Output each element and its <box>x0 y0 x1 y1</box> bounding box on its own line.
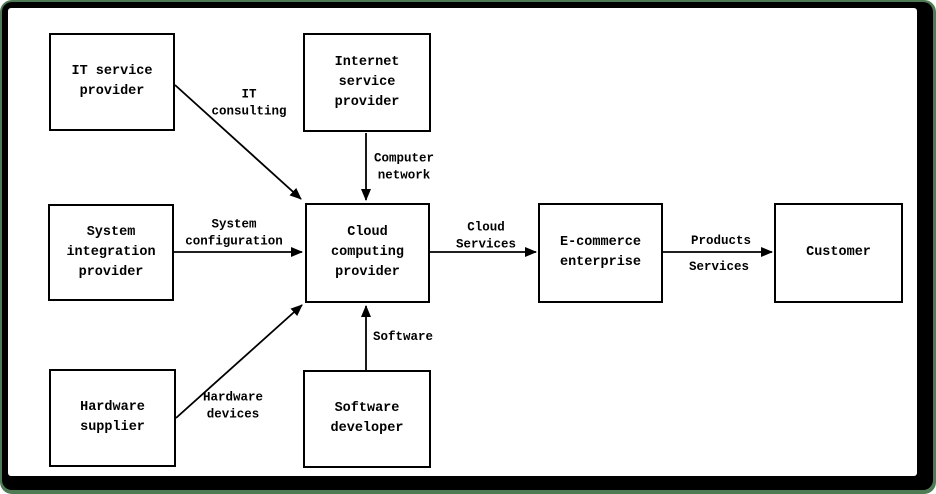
node-ecommerce-enterprise: E-commerce enterprise <box>538 203 663 303</box>
edge-label-it-consulting: IT consulting <box>211 87 287 119</box>
node-internet-service-provider: Internet service provider <box>303 33 431 132</box>
node-customer: Customer <box>774 203 903 303</box>
edge-label-products: Products <box>690 233 752 248</box>
node-system-integration-provider: System integration provider <box>48 204 174 301</box>
node-hardware-supplier: Hardware supplier <box>49 369 176 467</box>
edge-label-software: Software <box>372 329 434 344</box>
node-cloud-computing-provider: Cloud computing provider <box>305 203 430 303</box>
edge-label-system-configuration: System configuration <box>185 217 283 249</box>
edge-label-services: Services <box>688 259 750 274</box>
edge-label-hardware-devices: Hardware devices <box>202 390 264 422</box>
node-software-developer: Software developer <box>303 370 431 468</box>
edge-label-cloud-services: Cloud Services <box>455 220 517 252</box>
node-it-service-provider: IT service provider <box>49 33 175 131</box>
edge-label-computer-network: Computer network <box>373 151 435 183</box>
